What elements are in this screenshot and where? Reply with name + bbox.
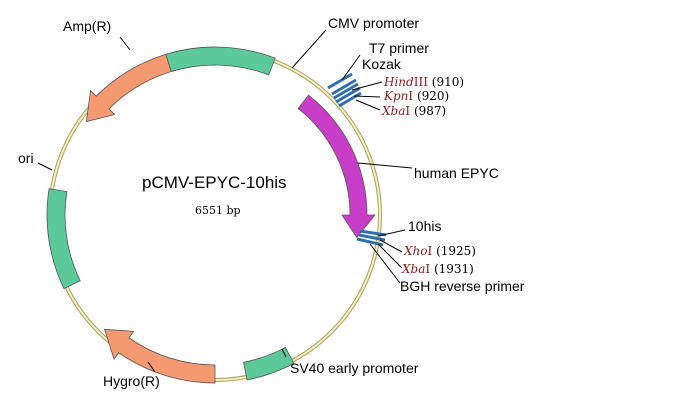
plasmid-size: 6551 bp <box>195 204 241 217</box>
kozak-label: Kozak <box>362 56 402 72</box>
hygro-label: Hygro(R) <box>103 373 160 389</box>
10his-label: 10his <box>408 218 441 234</box>
cmv-label: CMV promoter <box>328 15 419 31</box>
bgh-leader <box>369 243 401 284</box>
sv40-promoter-feature <box>243 346 295 381</box>
bgh-primer-label: BGH reverse primer <box>400 278 525 294</box>
leader-lines <box>37 29 413 373</box>
xhoi-leader <box>379 239 403 253</box>
xbai-site-label-1: XbaI (987) <box>381 104 446 118</box>
hygro-resistance-feature <box>103 328 216 384</box>
ori-leader <box>37 162 53 171</box>
ori-label: ori <box>18 150 34 166</box>
xhoi-site-label: XhoI (1925) <box>403 244 476 258</box>
xhoi-tick <box>358 233 386 242</box>
kozak-tick <box>331 78 357 96</box>
kpni-tick <box>335 86 361 104</box>
kpni-site-label: KpnI (920) <box>383 89 449 103</box>
xbai-tick-1 <box>338 91 362 108</box>
plasmid-name: pCMV-EPYC-10his <box>142 173 287 192</box>
hindiii-site-label: HindIII (910) <box>383 75 464 89</box>
t7-primer-tick <box>327 72 353 90</box>
t7-primer-label: T7 primer <box>369 40 429 56</box>
ori-feature <box>46 188 81 290</box>
amp-label: Amp(R) <box>63 18 111 34</box>
epyc-label: human EPYC <box>414 165 499 181</box>
hindiii-leader <box>351 81 383 91</box>
xbai-leader-2 <box>377 243 403 269</box>
epyc-leader <box>357 162 413 169</box>
hygro-leader <box>147 361 156 373</box>
xbai-site-label-2: XbaI (1931) <box>401 262 474 276</box>
amp-leader <box>119 36 131 51</box>
xbai-leader-1 <box>355 99 381 111</box>
kpni-leader <box>353 95 381 98</box>
cmv-promoter-feature <box>165 46 276 76</box>
sv40-label: SV40 early promoter <box>290 360 419 376</box>
sv40-leader <box>281 348 287 358</box>
human-epyc-insert-feature <box>297 94 376 239</box>
10his-tick <box>359 229 387 237</box>
t7-leader <box>341 54 361 81</box>
10his-leader <box>377 229 406 237</box>
cmv-leader <box>291 29 327 69</box>
hindiii-tick <box>333 82 359 100</box>
